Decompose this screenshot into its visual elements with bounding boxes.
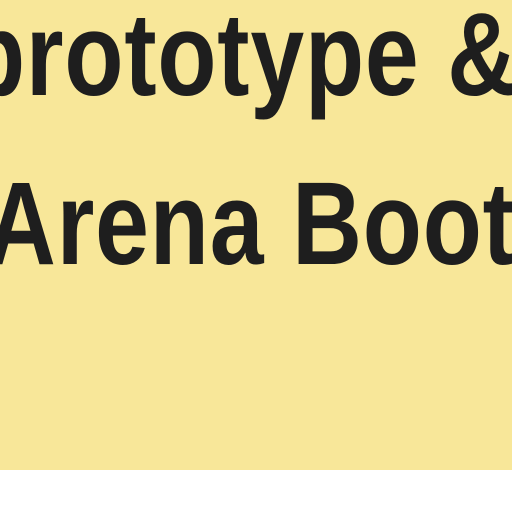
page-background: [0, 470, 512, 512]
title-card: prototype & Arena Boot: [0, 0, 512, 470]
headline-line-2: Arena Boot: [0, 158, 512, 290]
headline-line-1: prototype &: [0, 0, 512, 121]
card-headline: prototype & Arena Boot: [0, 0, 512, 290]
